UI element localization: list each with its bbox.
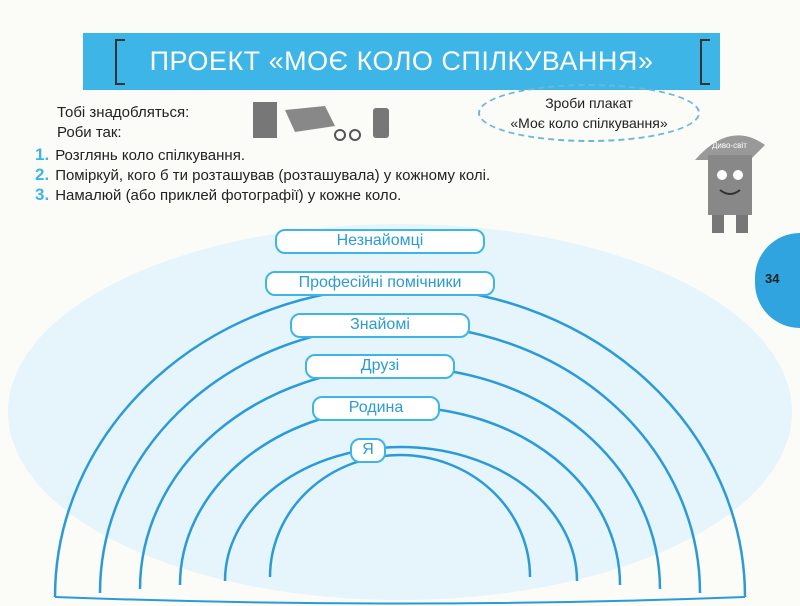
page-number: 34 — [765, 271, 780, 286]
circle-label-professional-helpers: Професійні помічники — [265, 271, 495, 296]
bubble-line-2: «Моє коло спілкування» — [510, 115, 668, 131]
bubble-line-1: Зроби плакат — [545, 95, 633, 111]
step-3: 3.Намалюй (або приклей фотографії) у кож… — [35, 185, 402, 204]
ring-base — [54, 596, 746, 605]
circle-label-family: Родина — [312, 396, 440, 421]
speech-bubble: Зроби плакат «Моє коло спілкування» — [478, 84, 700, 142]
step-1: 1.Розглянь коло спілкування. — [35, 145, 245, 164]
step-2: 2.Поміркуй, кого б ти розташував (розташ… — [35, 165, 491, 184]
page-title: ПРОЕКТ «МОЄ КОЛО СПІЛКУВАННЯ» — [149, 46, 654, 76]
bracket-right — [700, 39, 710, 85]
bracket-left — [115, 39, 125, 85]
needs-label: Тобі знадобляться: — [57, 104, 190, 121]
do-label: Роби так: — [57, 124, 122, 141]
circle-label-acquaintances: Знайомі — [290, 313, 470, 338]
mascot-cap-text: Диво-світ — [712, 141, 747, 150]
circle-label-strangers: Незнайомці — [275, 229, 485, 254]
circle-label-friends: Друзі — [305, 354, 455, 379]
ring-6 — [268, 453, 532, 578]
ring-5 — [223, 445, 579, 582]
circle-label-me: Я — [350, 438, 386, 463]
mascot-book-icon: Диво-світ — [690, 120, 770, 240]
title-bar: ПРОЕКТ «МОЄ КОЛО СПІЛКУВАННЯ» — [83, 33, 720, 90]
